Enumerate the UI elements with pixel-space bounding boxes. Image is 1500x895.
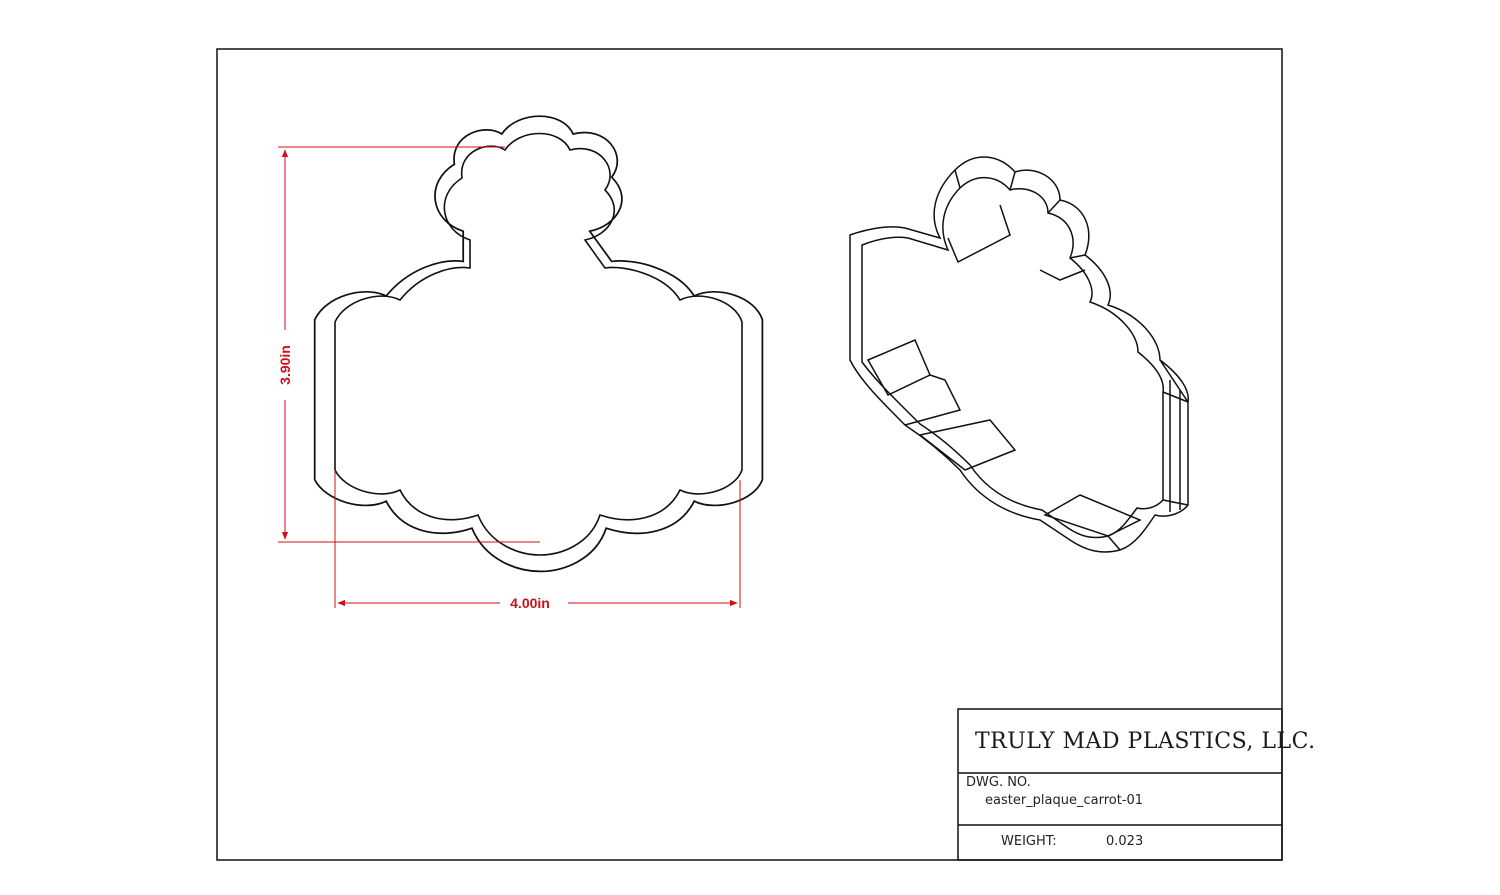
front-view-outline: [313, 115, 764, 573]
title-block: [957, 708, 1283, 861]
width-dimension: [334, 470, 741, 608]
dwg-no-label: DWG. NO.: [966, 775, 1031, 790]
weight-label: WEIGHT:: [1001, 834, 1057, 849]
height-dimension: [278, 146, 540, 543]
dwg-no-value: easter_plaque_carrot-01: [985, 793, 1143, 808]
company-name: TRULY MAD PLASTICS, LLC.: [975, 729, 1316, 754]
weight-value: 0.023: [1106, 834, 1143, 849]
isometric-view: [849, 156, 1189, 553]
width-dimension-label: 4.00in: [510, 595, 550, 611]
height-dimension-label: 3.90in: [277, 345, 293, 385]
sheet-border: [216, 48, 1283, 861]
